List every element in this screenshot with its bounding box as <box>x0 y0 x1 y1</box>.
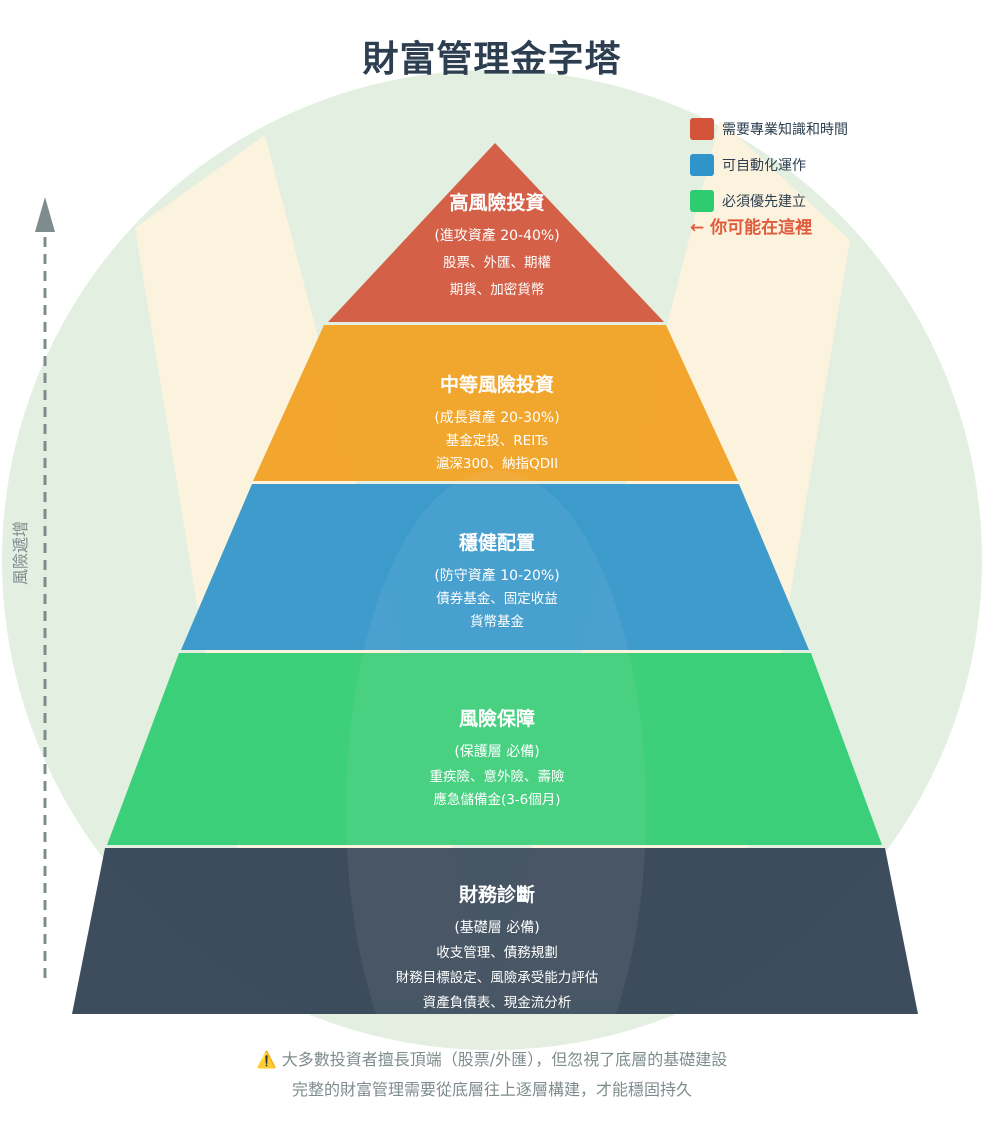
layer-subtitle: (保護層 必備) <box>454 744 540 760</box>
legend-swatch <box>690 190 714 212</box>
layer-desc-line: 貨幣基金 <box>470 614 524 630</box>
legend-label: 需要專業知識和時間 <box>722 122 848 138</box>
layer-diagnosis: 財務診斷 (基礎層 必備) 收支管理、債務規劃 財務目標設定、風險承受能力評估 … <box>247 880 747 1016</box>
legend-item-priority: 必須優先建立 <box>690 189 848 213</box>
legend-item-expertise: 需要專業知識和時間 <box>690 117 848 141</box>
layer-shape-upper-middle <box>253 325 738 481</box>
layer-desc-line: 重疾險、意外險、壽險 <box>429 769 565 785</box>
layer-shape-base <box>72 848 918 1014</box>
layer-shape-lower <box>107 653 882 845</box>
layer-name: 風險保障 <box>458 708 535 730</box>
page-title: 財富管理金字塔 <box>362 39 622 80</box>
footer-note: ⚠️ 大多數投資者擅長頂端（股票/外匯），但忽視了底層的基礎建設 完整的財富管理… <box>0 1045 984 1105</box>
layer-shape-top <box>328 143 664 322</box>
layer-desc-line: 財務目標設定、風險承受能力評估 <box>395 970 599 986</box>
layer-desc-line: 收支管理、債務規劃 <box>436 945 558 961</box>
legend-swatch <box>690 154 714 176</box>
layer-desc-line: 期貨、加密貨幣 <box>449 282 545 298</box>
layer-desc-line: 滬深300、納指QDII <box>435 456 559 472</box>
overlay-ellipse <box>346 470 646 1138</box>
layer-stable: 穩健配置 (防守資產 10-20%) 債券基金、固定收益 貨幣基金 <box>247 528 747 635</box>
layer-name: 中等風險投資 <box>439 374 554 396</box>
legend-swatch <box>690 118 714 140</box>
legend-item-automated: 可自動化運作 <box>690 153 848 177</box>
layer-name: 穩健配置 <box>458 532 535 554</box>
layer-high-risk: 高風險投資 (進攻資產 20-40%) 股票、外匯、期權 期貨、加密貨幣 <box>247 188 747 303</box>
footer-line-1: ⚠️ 大多數投資者擅長頂端（股票/外匯），但忽視了底層的基礎建設 <box>0 1045 984 1075</box>
legend: 需要專業知識和時間 可自動化運作 必須優先建立 <box>690 117 848 225</box>
legend-label: 必須優先建立 <box>722 194 806 210</box>
layer-desc-line: 基金定投、REITs <box>445 433 549 449</box>
layer-desc-line: 債券基金、固定收益 <box>436 591 558 607</box>
layer-desc-line: 資產負債表、現金流分析 <box>422 995 572 1011</box>
layer-subtitle: (進攻資產 20-40%) <box>434 228 560 244</box>
layer-desc-line: 股票、外匯、期權 <box>443 255 551 271</box>
risk-axis-label: 風險遞增 <box>6 521 36 585</box>
footer-text-1: 大多數投資者擅長頂端（股票/外匯），但忽視了底層的基礎建設 <box>281 1050 728 1069</box>
you-are-here-marker: ← 你可能在這裡 <box>690 218 813 238</box>
layer-subtitle: (基礎層 必備) <box>454 920 540 936</box>
layer-desc-line: 應急儲備金(3-6個月) <box>433 792 561 808</box>
layer-protection: 風險保障 (保護層 必備) 重疾險、意外險、壽險 應急儲備金(3-6個月) <box>247 704 747 813</box>
layer-name: 高風險投資 <box>449 192 545 214</box>
footer-text-2: 完整的財富管理需要從底層往上逐層構建，才能穩固持久 <box>291 1080 692 1099</box>
legend-label: 可自動化運作 <box>722 158 806 174</box>
risk-axis-arrowhead <box>35 197 55 232</box>
warning-icon: ⚠️ <box>256 1050 277 1069</box>
layer-shape-middle <box>181 484 809 650</box>
layer-name: 財務診斷 <box>458 884 535 906</box>
layer-subtitle: (防守資產 10-20%) <box>434 568 560 584</box>
layer-subtitle: (成長資產 20-30%) <box>434 410 560 426</box>
layer-medium-risk: 中等風險投資 (成長資產 20-30%) 基金定投、REITs 滬深300、納指… <box>247 370 747 477</box>
